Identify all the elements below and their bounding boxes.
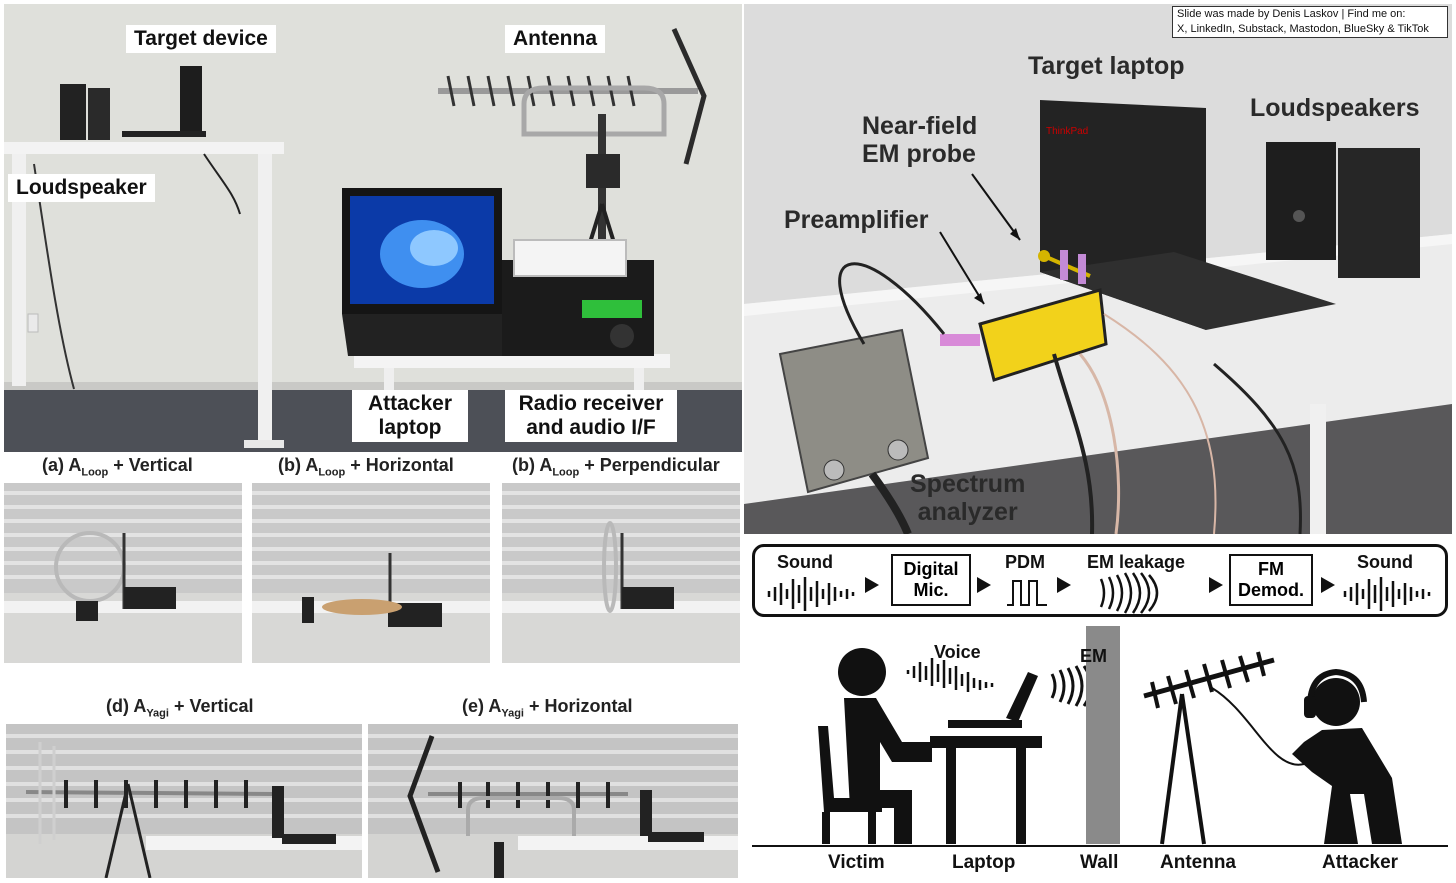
arrow-icon-3 [1057, 577, 1071, 593]
pdm-pulse-icon [1007, 580, 1047, 606]
label-target-device: Target device [126, 25, 276, 53]
caption-b-suffix: + Horizontal [345, 455, 454, 475]
loop-horizontal-illustration [252, 483, 490, 663]
flow-fm-demod-box: FM Demod. [1229, 554, 1313, 606]
caption-a: (a) ALoop + Vertical [42, 455, 193, 479]
yagi-vertical-photo [6, 724, 362, 878]
flow-mic-line2: Mic. [913, 580, 949, 600]
caption-d-suffix: + Vertical [168, 696, 254, 716]
credit-line-1: Slide was made by Denis Laskov | Find me… [1177, 8, 1406, 20]
victim-figure-icon [818, 648, 932, 844]
scene-em-label: EM [1080, 646, 1107, 666]
caption-a-suffix: + Vertical [108, 455, 193, 475]
label-probe-line2: EM probe [862, 140, 976, 168]
caption-c: (b) ALoop + Perpendicular [512, 455, 720, 479]
credit-line-2: X, LinkedIn, Substack, Mastodon, BlueSky… [1177, 23, 1429, 35]
signal-flow-graphics [767, 572, 1431, 614]
attack-scene [752, 626, 1448, 847]
caption-d: (d) AYagi + Vertical [106, 696, 254, 720]
label-probe-line1: Near-field [862, 112, 978, 140]
signal-flow-diagram: Sound Digital Mic. PDM EM leakage FM Dem… [752, 544, 1448, 617]
caption-c-suffix: + Perpendicular [579, 455, 720, 475]
loop-vertical-photo [4, 483, 242, 663]
label-loudspeakers: Loudspeakers [1250, 94, 1420, 122]
arrow-icon-5 [1321, 577, 1335, 593]
sound-wave-out-icon [1343, 577, 1431, 611]
label-radio-receiver-line1: Radio receiver [518, 392, 664, 415]
arrow-icon-1 [865, 577, 879, 593]
loop-perpendicular-illustration [502, 483, 740, 663]
caption-e-prefix: (e) A [462, 696, 502, 716]
label-near-field-probe: Near-field EM probe [862, 112, 977, 168]
lab-setup-photo [4, 4, 742, 452]
caption-a-sub: Loop [81, 466, 109, 479]
caption-d-sub: Yagi [146, 707, 169, 720]
label-loudspeaker: Loudspeaker [8, 174, 155, 202]
yagi-horizontal-photo [368, 724, 738, 878]
caption-e-sub: Yagi [501, 707, 524, 720]
caption-e: (e) AYagi + Horizontal [462, 696, 632, 720]
caption-b: (b) ALoop + Horizontal [278, 455, 454, 479]
loop-perpendicular-photo [502, 483, 740, 663]
label-spectrum-line2: analyzer [917, 498, 1018, 526]
caption-d-prefix: (d) A [106, 696, 147, 716]
em-wave-icon [1099, 572, 1159, 614]
probe-setup-photo: ThinkPad [744, 4, 1452, 534]
flow-sound-out: Sound [1357, 552, 1413, 572]
label-spectrum-line1: Spectrum [910, 470, 1026, 498]
lab-setup-illustration [4, 4, 742, 452]
label-attacker-laptop-line1: Attacker [367, 392, 453, 415]
flow-digital-mic-box: Digital Mic. [891, 554, 971, 606]
scene-voice-label: Voice [934, 642, 981, 662]
loop-horizontal-photo [252, 483, 490, 663]
label-attacker-laptop: Attacker laptop [352, 390, 468, 442]
caption-a-prefix: (a) A [42, 455, 82, 475]
flow-fm-line2: Demod. [1237, 580, 1304, 600]
flow-em-leakage: EM leakage [1087, 552, 1186, 572]
scene-antenna-label: Antenna [1160, 852, 1236, 873]
caption-c-prefix: (b) A [512, 455, 553, 475]
scene-attacker-label: Attacker [1322, 852, 1399, 873]
antenna-icon [1143, 651, 1305, 845]
label-radio-receiver: Radio receiver and audio I/F [505, 390, 677, 442]
flow-sound-in: Sound [777, 552, 833, 572]
caption-b-prefix: (b) A [278, 455, 319, 475]
sound-wave-in-icon [767, 577, 855, 611]
label-target-laptop: Target laptop [1028, 52, 1185, 80]
flow-pdm: PDM [1005, 552, 1045, 572]
flow-mic-line1: Digital [903, 559, 959, 579]
attacker-figure-icon [1292, 668, 1402, 844]
arrow-icon-2 [977, 577, 991, 593]
yagi-vertical-illustration [6, 724, 362, 878]
label-attacker-laptop-line2: laptop [378, 416, 442, 439]
caption-c-sub: Loop [552, 466, 580, 479]
label-preamplifier: Preamplifier [784, 206, 929, 234]
voice-wave-icon [906, 658, 994, 692]
wall-shape [1086, 626, 1120, 844]
label-spectrum-analyzer: Spectrum analyzer [910, 470, 1025, 526]
scene-victim-label: Victim [828, 852, 885, 873]
caption-e-suffix: + Horizontal [523, 696, 633, 716]
loop-vertical-illustration [4, 483, 242, 663]
label-antenna: Antenna [505, 25, 605, 53]
laptop-desk-icon [930, 672, 1042, 844]
label-radio-receiver-line2: and audio I/F [526, 416, 656, 439]
scene-wall-label: Wall [1080, 852, 1119, 873]
caption-b-sub: Loop [318, 466, 346, 479]
probe-setup-illustration: ThinkPad [744, 4, 1452, 534]
yagi-horizontal-illustration [368, 724, 738, 878]
flow-fm-line1: FM [1258, 559, 1284, 579]
slide-credit: Slide was made by Denis Laskov | Find me… [1172, 6, 1448, 38]
thinkpad-logo: ThinkPad [1046, 126, 1088, 137]
arrow-icon-4 [1209, 577, 1223, 593]
scene-laptop-label: Laptop [952, 852, 1016, 873]
